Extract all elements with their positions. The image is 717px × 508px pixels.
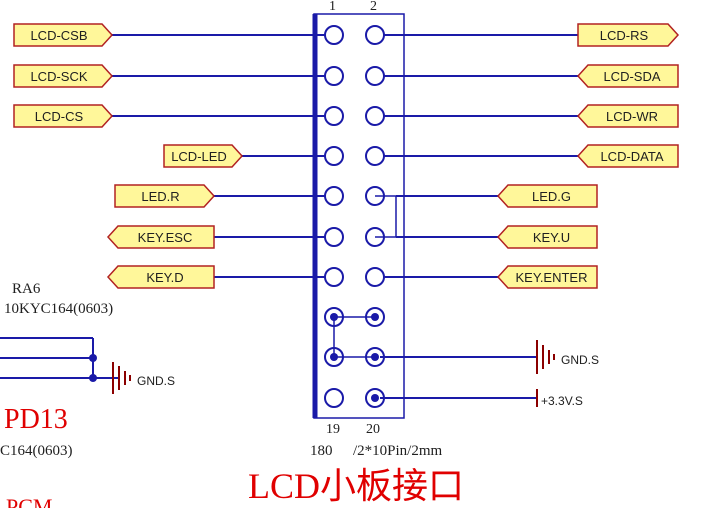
net-flag — [496, 265, 598, 289]
net-label: LCD-CS — [35, 109, 84, 124]
net-label: LCD-RS — [600, 28, 649, 43]
connector-pin — [324, 227, 344, 247]
right-nets: LCD-RS LCD-SDA LCD-WR LCD-DATA LED.G KEY.U KEY… — [384, 23, 680, 289]
connector-pin — [365, 66, 385, 86]
connector-pin — [365, 25, 385, 45]
net-label: LCD-LED — [171, 149, 227, 164]
gnd-label-right: GND.S — [561, 353, 599, 367]
ground-symbol-right — [536, 340, 555, 374]
gnd-label-left: GND.S — [137, 374, 175, 388]
net-flag — [163, 144, 244, 168]
junction-dot — [89, 374, 97, 382]
vcc-label-right: +3.3V.S — [541, 394, 583, 408]
resistor-wires — [0, 337, 120, 379]
net-label: LCD-SCK — [30, 69, 87, 84]
pin-number-20: 20 — [366, 422, 380, 437]
net-flag — [576, 144, 679, 168]
diagram-title: LCD小板接口 — [248, 466, 464, 506]
pd-label: PD13 — [4, 404, 68, 435]
connector-pin — [324, 66, 344, 86]
pcm-label: PCM — [6, 494, 52, 508]
junction-dot — [330, 313, 338, 321]
connector-spec-right: /2*10Pin/2mm — [353, 443, 443, 459]
junction-dot — [371, 313, 379, 321]
junction-dot — [89, 354, 97, 362]
junction-dot — [371, 353, 379, 361]
net-flag — [13, 104, 114, 128]
connector-pin — [365, 106, 385, 126]
connector-pin — [324, 146, 344, 166]
net-flag — [576, 104, 679, 128]
net-label: LCD-WR — [606, 109, 658, 124]
connector-spec-left: 180 — [310, 443, 333, 459]
left-nets: LCD-CSB LCD-SCK LCD-CS LCD-LED LED.R KEY.ESC K… — [13, 23, 325, 289]
bridge-wire-led-key — [375, 195, 397, 238]
net-label: KEY.D — [146, 270, 183, 285]
net-label: KEY.ENTER — [515, 270, 587, 285]
net-flag — [576, 64, 679, 88]
connector-pin — [324, 106, 344, 126]
resistor-value-2: C164(0603) — [0, 443, 73, 459]
connector-pin — [324, 267, 344, 287]
net-flag — [577, 23, 680, 47]
junction-dot — [330, 353, 338, 361]
pin-number-2: 2 — [370, 0, 377, 14]
connector-pin — [365, 146, 385, 166]
net-label: LCD-DATA — [600, 149, 663, 164]
net-label: KEY.ESC — [138, 230, 193, 245]
ground-symbol-left — [112, 362, 131, 394]
pin-number-1: 1 — [329, 0, 336, 14]
net-label: KEY.U — [533, 230, 570, 245]
pin-number-19: 19 — [326, 422, 340, 437]
net-label: LCD-SDA — [603, 69, 660, 84]
connector-pins — [324, 25, 385, 408]
net-flag — [114, 184, 216, 208]
net-label: LED.R — [141, 189, 179, 204]
net-flag — [13, 23, 114, 47]
connector-pin — [365, 267, 385, 287]
resistor-ref: RA6 — [12, 281, 41, 297]
resistor-value: 10KYC164(0603) — [4, 301, 113, 317]
net-flag — [496, 225, 598, 249]
net-label: LED.G — [532, 189, 571, 204]
net-flag — [106, 265, 215, 289]
net-flag — [106, 225, 215, 249]
net-flag — [496, 184, 598, 208]
net-flag — [13, 64, 114, 88]
connector-pin — [324, 186, 344, 206]
net-label: LCD-CSB — [30, 28, 87, 43]
connector-pin — [324, 388, 344, 408]
connector-pin — [324, 25, 344, 45]
junction-dot — [371, 394, 379, 402]
